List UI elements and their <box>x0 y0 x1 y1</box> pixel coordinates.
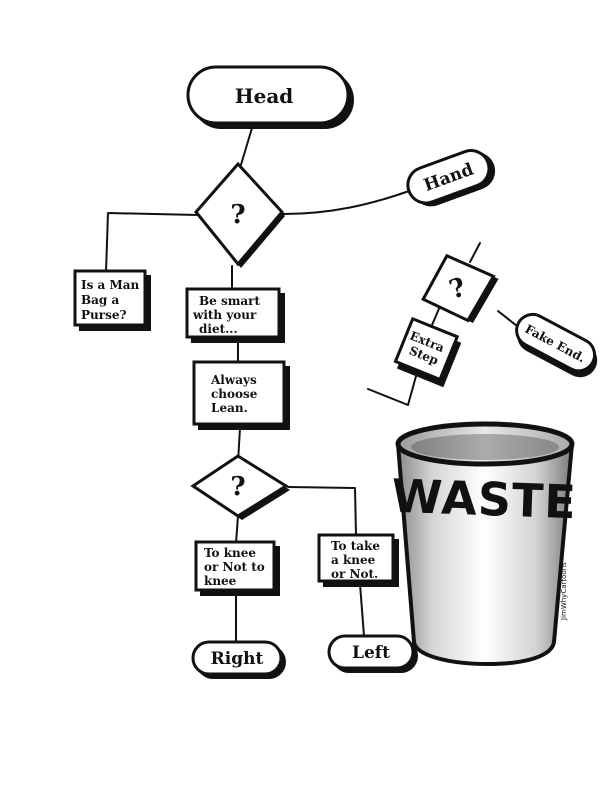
fake-end-terminator: Fake End. <box>515 312 598 378</box>
waste-label: WASTE <box>391 469 578 529</box>
decision-diamond-1: ? <box>194 161 285 268</box>
be-smart-line-3: diet... <box>199 322 238 336</box>
always-lean-line-1: Always <box>210 373 257 387</box>
to-knee-line-1: To knee <box>204 546 256 560</box>
head-label: Head <box>235 84 294 108</box>
connector-lines <box>105 127 523 643</box>
decision-diamond-2: ? <box>190 454 290 520</box>
right-label: Right <box>211 649 264 669</box>
head-terminator: Head <box>186 65 354 129</box>
right-terminator: Right <box>191 640 286 679</box>
man-bag-box: Is a Man Bag a Purse? <box>73 269 151 331</box>
svg-text:Is a Man Bag a Pur: Is a Man Bag a Purse? <box>81 278 143 322</box>
svg-text:Be smart with your: Be smart with your diet... <box>192 294 264 336</box>
man-bag-line-1: Is a Man <box>81 278 140 292</box>
left-label: Left <box>352 643 390 663</box>
to-take-line-2: a knee <box>331 553 376 567</box>
hand-terminator: Hand <box>406 149 496 207</box>
left-terminator: Left <box>327 634 418 673</box>
always-lean-line-2: choose <box>211 387 258 401</box>
svg-text:To take a knee or: To take a knee or Not. <box>331 539 384 581</box>
to-take-line-3: or Not. <box>331 567 378 581</box>
be-smart-line-1: Be smart <box>199 294 261 308</box>
always-lean-line-3: Lean. <box>211 401 248 415</box>
man-bag-line-3: Purse? <box>81 308 127 322</box>
decision-diamond-3: ? <box>421 253 499 324</box>
decision-2-label: ? <box>230 472 245 502</box>
decision-1-label: ? <box>230 200 245 230</box>
svg-text:Always choose Lean: Always choose Lean. <box>210 373 262 415</box>
to-knee-box: To knee or Not to knee <box>194 540 280 596</box>
always-lean-box: Always choose Lean. <box>192 360 290 430</box>
credit-label: JimWhyCartoons <box>560 562 568 621</box>
to-knee-line-2: or Not to <box>204 560 265 574</box>
be-smart-box: Be smart with your diet... <box>185 287 285 343</box>
extra-step-box: Extra Step <box>393 316 462 388</box>
be-smart-line-2: with your <box>192 308 257 322</box>
to-knee-line-3: knee <box>204 574 237 588</box>
man-bag-line-2: Bag a <box>81 293 119 307</box>
waste-bin: WASTE JimWhyCartoons <box>391 421 578 667</box>
svg-text:To knee or Not to: To knee or Not to knee <box>204 546 269 588</box>
to-take-line-1: To take <box>331 539 380 553</box>
to-take-box: To take a knee or Not. <box>317 533 399 587</box>
